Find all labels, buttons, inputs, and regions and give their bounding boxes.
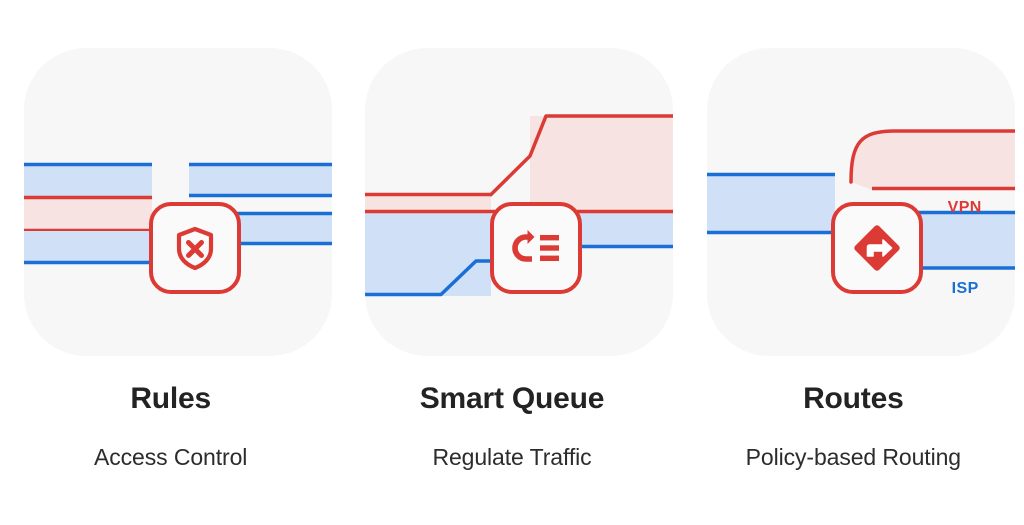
card-rules[interactable]: [24, 48, 332, 356]
routes-icon-tile[interactable]: [831, 202, 924, 294]
smart-queue-flow-diagram: [365, 114, 674, 297]
card-title-rules: Rules: [130, 382, 212, 415]
rules-left-red-blocked: [24, 195, 152, 233]
card-smart-queue-illustration: [365, 48, 674, 356]
feature-column-smart-queue: Smart Queue Regulate Traffic: [341, 0, 682, 525]
band-label-isp: ISP: [951, 280, 979, 297]
card-rules-illustration: [24, 48, 332, 356]
band-label-vpn: VPN: [947, 199, 982, 216]
queue-rotate-list-icon: [512, 230, 559, 262]
route-diamond-arrow-icon: [854, 225, 900, 271]
routes-input-blue-band: [706, 172, 835, 235]
card-subtitle-rules: Access Control: [94, 444, 248, 470]
queue-red-band: [365, 114, 674, 214]
card-title-routes: Routes: [803, 382, 904, 415]
rules-left-blue-bottom: [24, 231, 152, 265]
routes-output-vpn-red-band: [848, 129, 1015, 191]
feature-column-rules: Rules Access Control: [0, 0, 341, 525]
card-subtitle-smart-queue: Regulate Traffic: [432, 444, 592, 470]
feature-column-routes: VPN ISP Routes Policy-based Routing: [683, 0, 1024, 525]
card-subtitle-routes: Policy-based Routing: [745, 444, 961, 470]
smart-queue-icon-tile[interactable]: [489, 202, 582, 294]
rules-left-blue-top: [24, 162, 152, 197]
rules-icon-tile[interactable]: [148, 202, 241, 294]
card-smart-queue[interactable]: [365, 48, 674, 356]
shield-x-icon: [176, 226, 213, 271]
rules-flow-diagram: [24, 162, 332, 265]
card-title-smart-queue: Smart Queue: [419, 382, 605, 415]
rules-right-blue-top: [189, 162, 332, 198]
card-routes[interactable]: VPN ISP: [706, 48, 1015, 356]
